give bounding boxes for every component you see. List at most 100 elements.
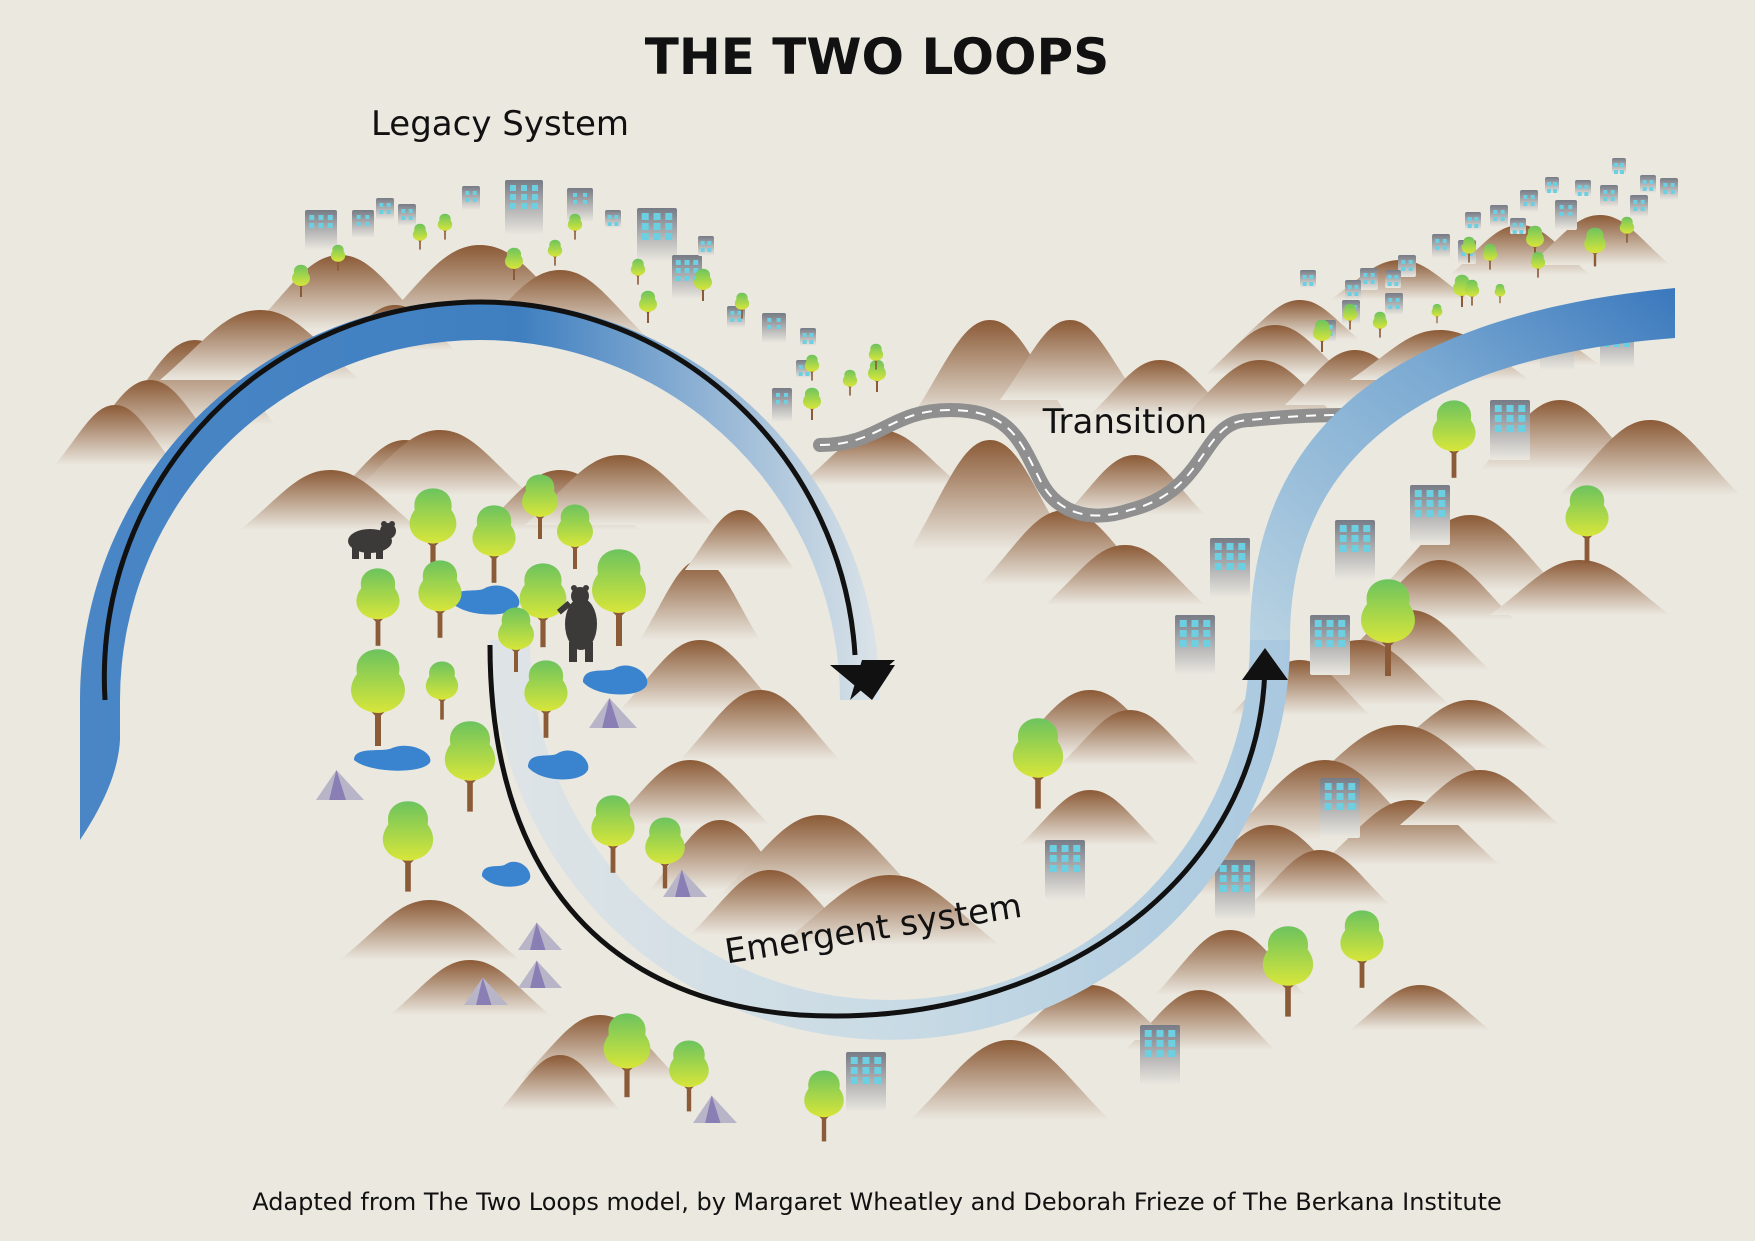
tree-icon	[547, 239, 563, 266]
tree-icon	[351, 649, 405, 746]
building-icon	[1210, 538, 1250, 598]
building-icon	[376, 198, 394, 220]
tree-icon	[1342, 303, 1358, 330]
building-icon	[800, 328, 816, 346]
legacy-arrow	[101, 299, 895, 701]
rising-loop-band	[1250, 288, 1675, 640]
tree-icon	[1262, 926, 1314, 1017]
tree-icon	[557, 504, 593, 569]
pond-icon	[451, 585, 520, 615]
tree-icon	[1012, 718, 1064, 809]
hill-icon	[1400, 770, 1560, 825]
tree-icon	[1432, 400, 1476, 478]
tree-icon	[437, 213, 453, 240]
building-icon	[1490, 205, 1508, 227]
tree-icon	[804, 1070, 844, 1142]
legacy-system-label: Legacy System	[371, 104, 629, 144]
tree-icon	[694, 268, 712, 301]
hill-icon	[240, 470, 420, 530]
hill-icon	[680, 690, 840, 760]
building-icon	[1310, 615, 1350, 675]
building-icon	[1600, 185, 1618, 207]
tree-icon	[1494, 283, 1506, 304]
page-title: THE TWO LOOPS	[645, 28, 1109, 86]
hill-icon	[1090, 360, 1230, 415]
building-icon	[1320, 778, 1360, 838]
building-icon	[637, 208, 677, 262]
tree-icon	[1340, 910, 1384, 988]
building-icon	[1335, 520, 1375, 580]
tree-icon	[418, 560, 462, 638]
buildings-layer	[305, 158, 1678, 1112]
hill-icon	[1250, 850, 1390, 905]
hill-icon	[910, 1040, 1110, 1120]
building-icon	[505, 180, 543, 235]
pond-icon	[482, 861, 531, 887]
building-icon	[1575, 180, 1591, 196]
hill-icon	[620, 640, 780, 710]
tree-icon	[804, 354, 820, 381]
tent-icon	[693, 1095, 737, 1123]
tree-icon	[472, 505, 516, 583]
building-icon	[462, 186, 480, 210]
pond-icon	[528, 750, 589, 780]
tree-icon	[412, 223, 428, 250]
tree-icon	[330, 244, 346, 271]
tree-icon	[498, 607, 534, 672]
tree-icon	[842, 369, 858, 396]
pond-icon	[354, 745, 431, 771]
tent-icon	[316, 770, 364, 800]
hill-icon	[1205, 325, 1345, 375]
building-icon	[1140, 1025, 1180, 1085]
building-icon	[567, 188, 593, 222]
tents-layer	[316, 698, 737, 1123]
hill-icon	[910, 440, 1070, 550]
building-icon	[1465, 212, 1481, 230]
bear-icon	[348, 521, 396, 559]
tree-icon	[1464, 279, 1480, 306]
tree-icon	[592, 549, 646, 646]
hill-icon	[1010, 985, 1170, 1040]
building-icon	[1612, 158, 1626, 174]
building-icon	[1398, 255, 1416, 277]
building-icon	[698, 236, 714, 256]
tree-icon	[669, 1040, 709, 1112]
tree-icon	[734, 292, 750, 319]
building-icon	[1555, 200, 1577, 230]
tree-icon	[868, 343, 884, 370]
hill-icon	[610, 760, 770, 825]
building-icon	[1640, 175, 1656, 193]
hill-icon	[800, 430, 960, 485]
tree-icon	[1482, 243, 1498, 270]
transition-label: Transition	[1042, 402, 1207, 442]
arrowhead-icon	[1242, 648, 1288, 680]
building-icon	[1630, 195, 1648, 217]
tree-icon	[1431, 303, 1443, 324]
building-icon	[1520, 190, 1538, 212]
hill-icon	[390, 960, 550, 1015]
emergent-arrow	[487, 644, 1288, 1019]
tree-icon	[630, 258, 646, 285]
tree-icon	[519, 563, 567, 648]
tree-icon	[639, 290, 657, 323]
ponds-layer	[354, 585, 648, 887]
hill-icon	[1490, 560, 1670, 615]
tree-icon	[1565, 485, 1609, 563]
hill-icon	[500, 1055, 620, 1110]
building-icon	[1490, 400, 1530, 460]
building-icon	[846, 1052, 886, 1112]
building-icon	[1360, 268, 1378, 290]
road-icon	[813, 402, 1352, 523]
caption: Adapted from The Two Loops model, by Mar…	[252, 1188, 1502, 1216]
building-icon	[398, 204, 416, 226]
hill-icon	[690, 870, 850, 935]
hill-icon	[340, 900, 520, 960]
hill-icon	[1060, 710, 1200, 765]
tent-icon	[589, 698, 637, 728]
tree-icon	[524, 660, 568, 738]
tree-icon	[591, 795, 635, 873]
tree-icon	[567, 213, 583, 240]
building-icon	[1432, 234, 1450, 258]
tree-icon	[409, 488, 457, 573]
building-icon	[1385, 293, 1403, 315]
